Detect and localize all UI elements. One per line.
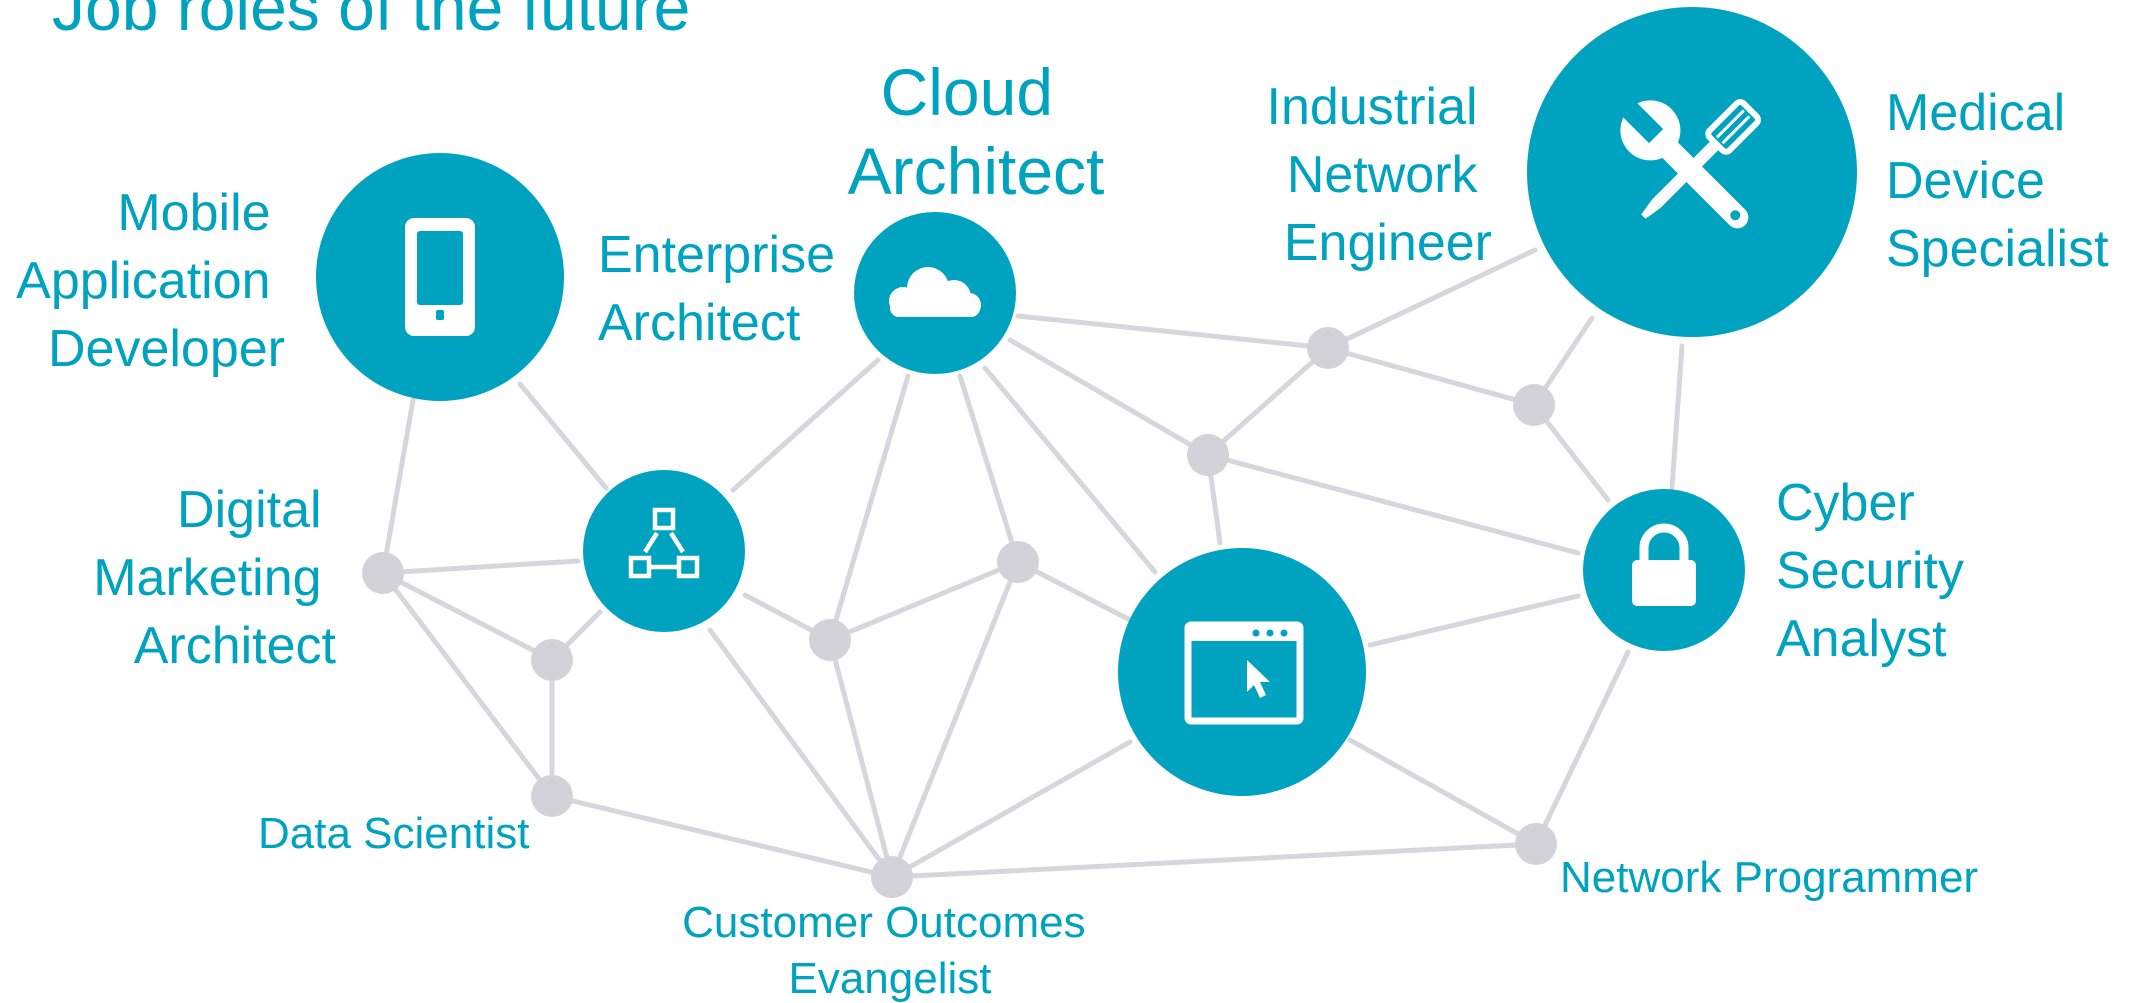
- network-link: [1367, 593, 1581, 648]
- network-link: [827, 373, 911, 643]
- network-link: [549, 793, 895, 880]
- enterprise-architect-label: Enterprise Architect: [598, 226, 849, 352]
- network-link: [517, 381, 609, 491]
- network-link: [1325, 247, 1538, 351]
- cloud-architect-label: Cloud Architect: [848, 55, 1105, 208]
- network-link: [1015, 559, 1133, 623]
- junction-node: [871, 856, 913, 898]
- junction-node: [1187, 434, 1229, 476]
- mobile-phone-icon: [405, 218, 475, 336]
- network-link: [957, 373, 1021, 565]
- digital-marketing-architect-label: Digital Marketing Architect: [93, 481, 336, 675]
- network-link: [1669, 343, 1685, 491]
- page-title: Job roles of the future: [52, 0, 690, 44]
- browser-window-icon: [1184, 621, 1304, 725]
- digital-marketing-circle: [583, 470, 745, 632]
- junction-node: [531, 775, 573, 817]
- network-link: [380, 558, 581, 576]
- network-link: [1533, 649, 1631, 847]
- network-link: [889, 559, 1021, 880]
- role-circles: [316, 7, 1857, 796]
- medical-device-specialist-label: Medical Device Specialist: [1886, 84, 2109, 278]
- junction-node: [362, 552, 404, 594]
- network-link: [1205, 345, 1331, 458]
- network-link: [730, 357, 881, 493]
- junction-node: [1307, 327, 1349, 369]
- wrench-screwdriver-icon: [1617, 97, 1761, 229]
- network-link: [1007, 337, 1211, 458]
- network-link: [707, 627, 895, 880]
- network-link: [380, 570, 555, 663]
- junction-node: [997, 541, 1039, 583]
- network-links: [380, 247, 1685, 880]
- network-hierarchy-icon: [628, 507, 700, 579]
- network-link: [889, 841, 1539, 880]
- network-link: [1325, 345, 1537, 408]
- role-labels: Cloud Architect Mobile Application Devel…: [16, 55, 2109, 1003]
- junction-node: [1513, 384, 1555, 426]
- data-scientist-label: Data Scientist: [258, 809, 529, 858]
- network-link: [889, 739, 1133, 880]
- network-link: [1015, 313, 1331, 351]
- junction-node: [531, 639, 573, 681]
- cyber-security-analyst-label: Cyber Security Analyst: [1776, 474, 1978, 668]
- network-link: [1347, 737, 1539, 847]
- junction-node: [1515, 823, 1557, 865]
- padlock-icon: [1632, 523, 1696, 606]
- network-link: [1205, 452, 1581, 556]
- network-link: [982, 365, 1158, 575]
- enterprise-app-circle: [1118, 548, 1366, 796]
- network-programmer-label: Network Programmer: [1560, 853, 1978, 902]
- junction-nodes: [362, 327, 1557, 898]
- junction-node: [809, 619, 851, 661]
- network-link: [380, 397, 416, 576]
- network-link: [827, 559, 1021, 643]
- cloud-icon: [889, 267, 981, 317]
- mobile-application-developer-label: Mobile Application Developer: [16, 184, 285, 378]
- network-link: [827, 637, 895, 880]
- industrial-network-engineer-label: Industrial Network Engineer: [1267, 78, 1492, 272]
- customer-outcomes-evangelist-label: Customer Outcomes Evangelist: [682, 898, 1098, 1003]
- network-link: [380, 570, 555, 799]
